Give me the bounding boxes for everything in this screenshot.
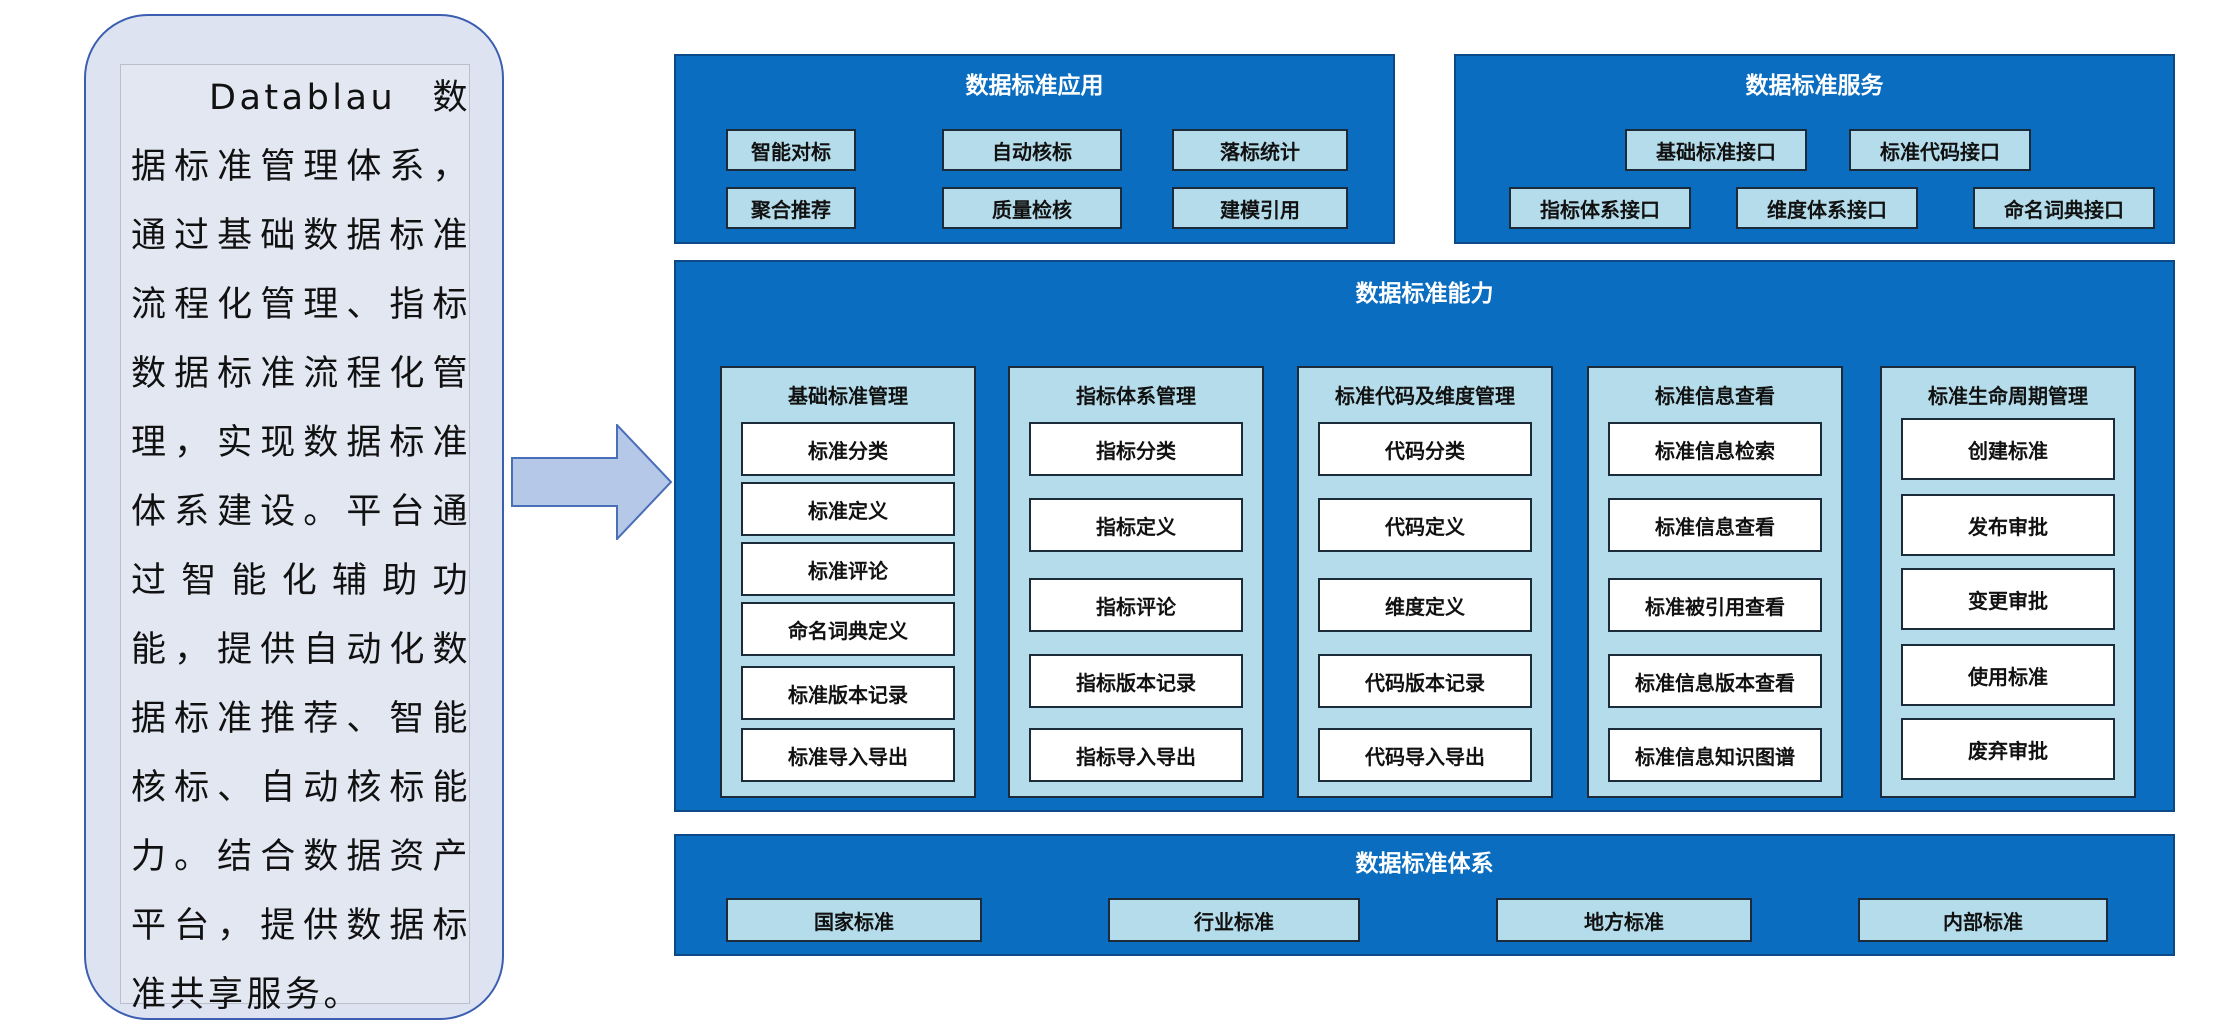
panel-service-title: 数据标准服务 xyxy=(1745,73,1884,99)
column-item[interactable]: 变更审批 xyxy=(1901,568,2115,630)
column-item[interactable]: 标准定义 xyxy=(741,482,955,536)
column-title: 基础标准管理 xyxy=(788,384,908,408)
column-item[interactable]: 标准被引用查看 xyxy=(1608,578,1822,632)
service-item[interactable]: 标准代码接口 xyxy=(1849,129,2031,171)
description-card: Datablau 数据标准管理体系，通过基础数据标准流程化管理、指标数据标准流程… xyxy=(84,14,504,1020)
service-item[interactable]: 基础标准接口 xyxy=(1625,129,1807,171)
column-title: 标准信息查看 xyxy=(1655,384,1775,408)
service-item[interactable]: 维度体系接口 xyxy=(1736,187,1918,229)
column-item[interactable]: 代码导入导出 xyxy=(1318,728,1532,782)
column-item[interactable]: 标准版本记录 xyxy=(741,666,955,720)
column-title: 指标体系管理 xyxy=(1076,384,1196,408)
capability-column-code-dimension: 标准代码及维度管理 代码分类 代码定义 维度定义 代码版本记录 代码导入导出 xyxy=(1297,366,1553,798)
panel-system: 数据标准体系 国家标准 行业标准 地方标准 内部标准 xyxy=(674,834,2175,956)
column-item[interactable]: 指标定义 xyxy=(1029,498,1243,552)
column-item[interactable]: 废弃审批 xyxy=(1901,718,2115,780)
app-item[interactable]: 质量检核 xyxy=(942,187,1122,229)
column-title: 标准代码及维度管理 xyxy=(1335,384,1515,408)
column-item[interactable]: 指标导入导出 xyxy=(1029,728,1243,782)
app-item[interactable]: 聚合推荐 xyxy=(726,187,856,229)
description-inner-frame xyxy=(120,64,470,1004)
column-item[interactable]: 标准信息查看 xyxy=(1608,498,1822,552)
column-item[interactable]: 发布审批 xyxy=(1901,494,2115,556)
column-item[interactable]: 标准信息知识图谱 xyxy=(1608,728,1822,782)
column-item[interactable]: 使用标准 xyxy=(1901,644,2115,706)
column-item[interactable]: 指标分类 xyxy=(1029,422,1243,476)
panel-application-title: 数据标准应用 xyxy=(965,73,1104,99)
column-item[interactable]: 标准信息版本查看 xyxy=(1608,654,1822,708)
column-item[interactable]: 指标版本记录 xyxy=(1029,654,1243,708)
column-item[interactable]: 代码版本记录 xyxy=(1318,654,1532,708)
system-item[interactable]: 内部标准 xyxy=(1858,898,2108,942)
column-item[interactable]: 维度定义 xyxy=(1318,578,1532,632)
app-item[interactable]: 智能对标 xyxy=(726,129,856,171)
system-item[interactable]: 行业标准 xyxy=(1108,898,1360,942)
capability-column-indicator-system: 指标体系管理 指标分类 指标定义 指标评论 指标版本记录 指标导入导出 xyxy=(1008,366,1264,798)
column-item[interactable]: 标准信息检索 xyxy=(1608,422,1822,476)
column-item[interactable]: 命名词典定义 xyxy=(741,602,955,656)
service-item[interactable]: 指标体系接口 xyxy=(1509,187,1691,229)
system-item[interactable]: 地方标准 xyxy=(1496,898,1752,942)
panel-system-title: 数据标准体系 xyxy=(1355,851,1494,877)
column-item[interactable]: 创建标准 xyxy=(1901,418,2115,480)
column-item[interactable]: 标准导入导出 xyxy=(741,728,955,782)
app-item[interactable]: 落标统计 xyxy=(1172,129,1348,171)
column-item[interactable]: 指标评论 xyxy=(1029,578,1243,632)
service-item[interactable]: 命名词典接口 xyxy=(1973,187,2155,229)
panel-capability-title: 数据标准能力 xyxy=(1355,281,1494,307)
right-arrow-icon xyxy=(511,424,673,540)
column-item[interactable]: 标准分类 xyxy=(741,422,955,476)
app-item[interactable]: 自动核标 xyxy=(942,129,1122,171)
app-item[interactable]: 建模引用 xyxy=(1172,187,1348,229)
column-item[interactable]: 标准评论 xyxy=(741,542,955,596)
capability-column-basic-standard: 基础标准管理 标准分类 标准定义 标准评论 命名词典定义 标准版本记录 标准导入… xyxy=(720,366,976,798)
capability-column-lifecycle: 标准生命周期管理 创建标准 发布审批 变更审批 使用标准 废弃审批 xyxy=(1880,366,2136,798)
system-item[interactable]: 国家标准 xyxy=(726,898,982,942)
panel-service: 数据标准服务 基础标准接口 标准代码接口 指标体系接口 维度体系接口 命名词典接… xyxy=(1454,54,2175,244)
column-item[interactable]: 代码分类 xyxy=(1318,422,1532,476)
description-text: Datablau 数据标准管理体系，通过基础数据标准流程化管理、指标数据标准流程… xyxy=(131,78,471,1015)
panel-application: 数据标准应用 智能对标 自动核标 落标统计 聚合推荐 质量检核 建模引用 xyxy=(674,54,1395,244)
column-title: 标准生命周期管理 xyxy=(1928,384,2088,408)
column-item[interactable]: 代码定义 xyxy=(1318,498,1532,552)
capability-column-info-view: 标准信息查看 标准信息检索 标准信息查看 标准被引用查看 标准信息版本查看 标准… xyxy=(1587,366,1843,798)
